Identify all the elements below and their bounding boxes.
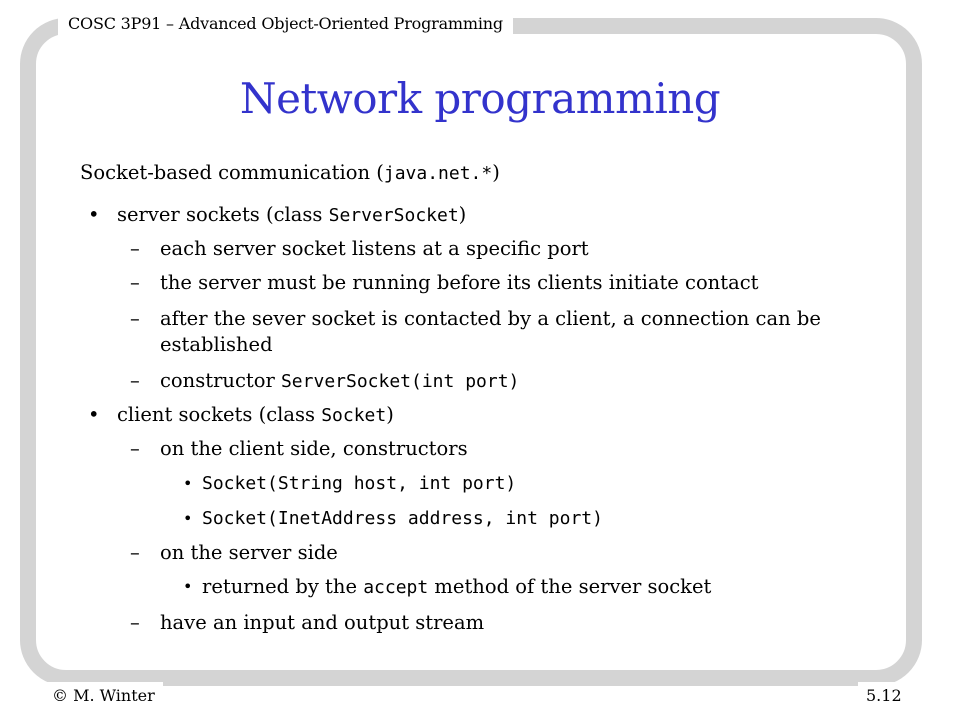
- footer-page-number: 5.12: [858, 682, 910, 709]
- bullet-icon: •: [88, 403, 100, 426]
- dash-icon: –: [130, 271, 140, 294]
- course-header: COSC 3P91 – Advanced Object-Oriented Pro…: [58, 8, 513, 41]
- dash-icon: –: [130, 369, 140, 392]
- intro-line: Socket-based communication (java.net.*): [80, 161, 500, 184]
- bullet-icon: •: [183, 577, 193, 596]
- bullet-icon: •: [183, 509, 193, 528]
- dash-icon: –: [130, 541, 140, 564]
- dash-icon: –: [130, 437, 140, 460]
- dash-icon: –: [130, 237, 140, 260]
- dash-icon: –: [130, 611, 140, 634]
- bullet-icon: •: [88, 203, 100, 226]
- slide-title: Network programming: [239, 74, 721, 123]
- bullet-icon: •: [183, 474, 193, 493]
- footer-author: © M. Winter: [44, 682, 163, 709]
- dash-icon: –: [130, 307, 140, 330]
